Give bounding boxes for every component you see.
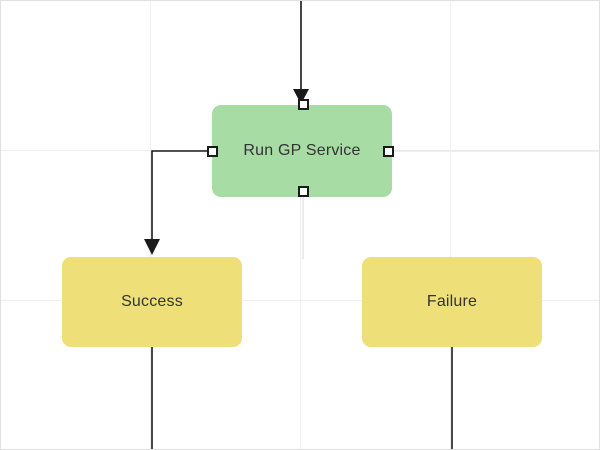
node-failure-label: Failure	[426, 293, 478, 310]
edge-run-gp-service-to-success[interactable]	[151, 150, 210, 246]
port-bottom-run-gp-service[interactable]	[298, 186, 309, 197]
node-success-label: Success	[121, 293, 183, 310]
port-left-run-gp-service[interactable]	[207, 146, 218, 157]
port-right-run-gp-service[interactable]	[383, 146, 394, 157]
node-failure[interactable]: Failure	[362, 257, 542, 347]
node-success[interactable]: Success	[62, 257, 242, 347]
edge-run-gp-service-to-success-arrowhead	[144, 239, 160, 255]
port-top-run-gp-service[interactable]	[298, 99, 309, 110]
node-run-gp-service-label: Run GP Service	[243, 142, 361, 159]
node-run-gp-service[interactable]: Run GP Service	[212, 105, 392, 197]
